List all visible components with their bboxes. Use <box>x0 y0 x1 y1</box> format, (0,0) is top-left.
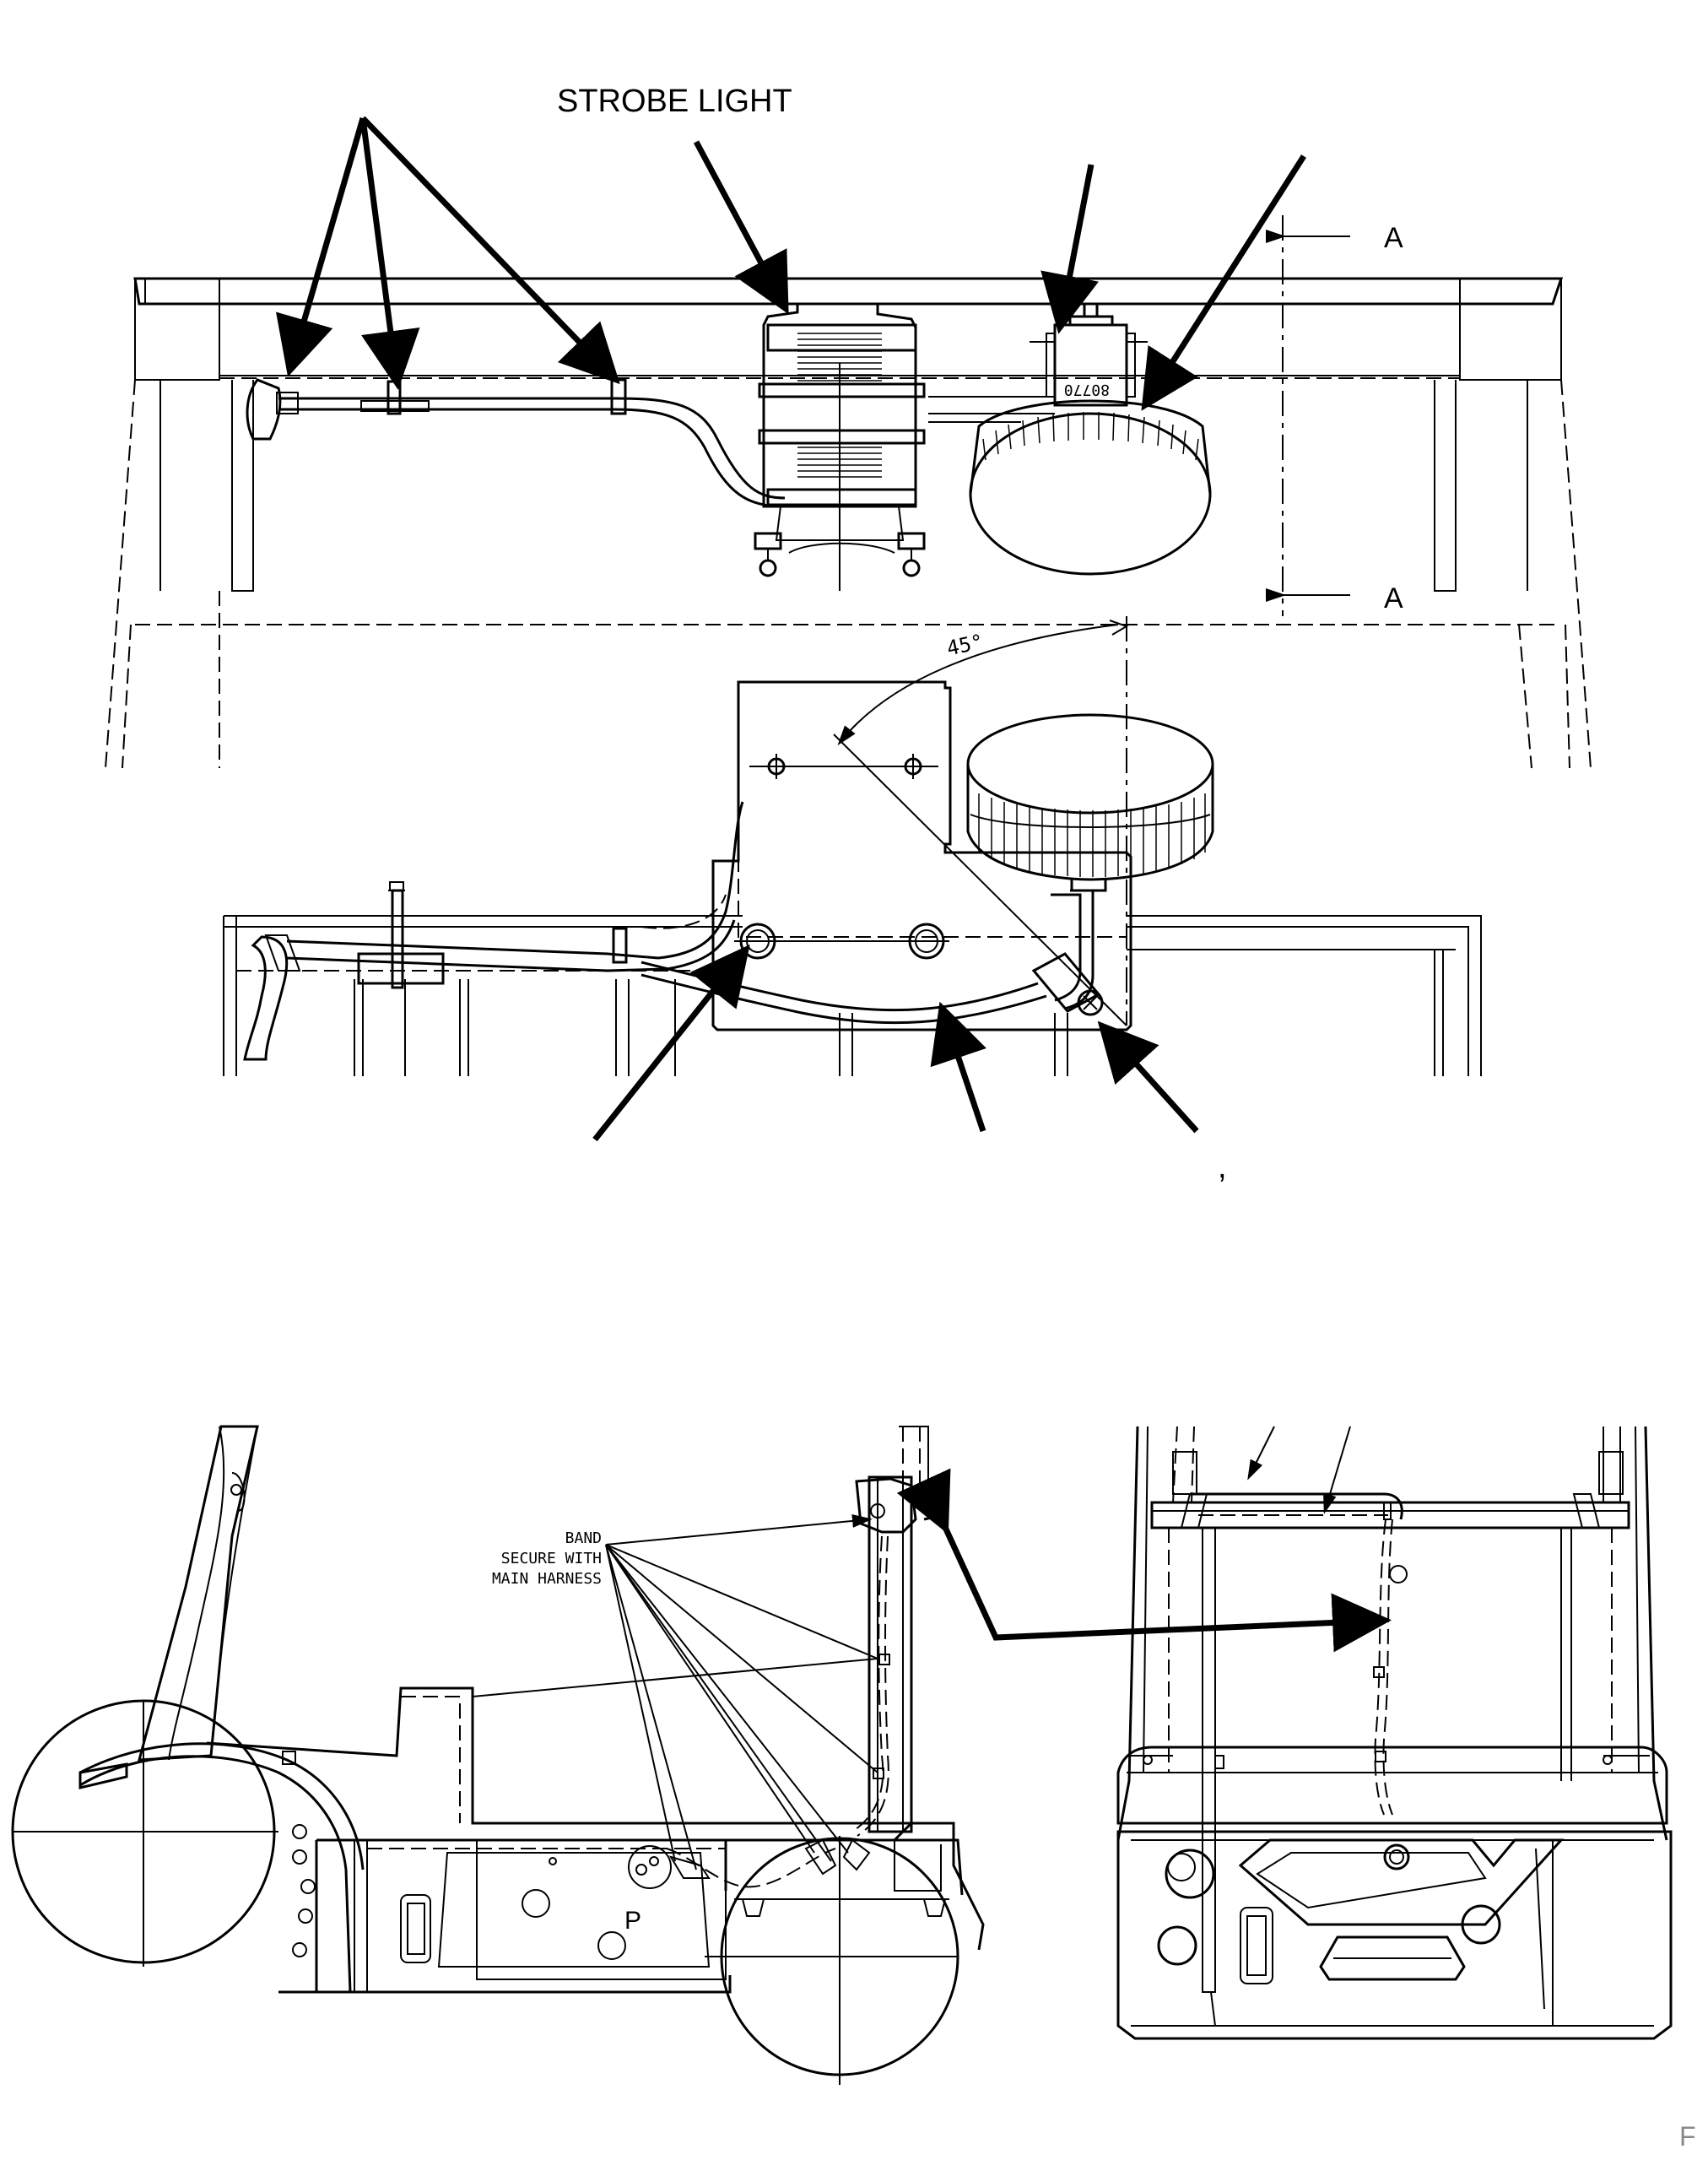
band-label: BAND <box>565 1529 602 1547</box>
left-corner-block <box>134 278 220 381</box>
strobe-light-top <box>754 302 926 591</box>
rear-leader-1 <box>1247 1426 1275 1481</box>
leader-arrow-clip-c <box>360 116 620 385</box>
work-lamp-lens <box>969 412 1212 576</box>
band-leader-6 <box>605 1544 815 1854</box>
band-leader-8 <box>605 1544 832 1862</box>
clip-post-2 <box>612 927 628 964</box>
part-number-label: 80770 <box>1064 381 1110 398</box>
rear-view <box>1116 1426 1673 2040</box>
harness-route-arrow <box>896 1468 1392 1653</box>
corner-mark: F <box>1679 2121 1696 2152</box>
leader-arrow-bracket <box>1040 164 1099 334</box>
mounting-plate <box>711 680 1132 1031</box>
rotation-axis <box>833 734 1127 1026</box>
strobe-light-label: STROBE LIGHT <box>557 84 792 119</box>
clip-band-1 <box>357 952 445 985</box>
rotation-arc <box>837 624 1119 746</box>
leader-arrow-lamp <box>1141 154 1306 411</box>
band-leader-4 <box>605 1544 676 1862</box>
leader-arrow-clip-b <box>359 117 420 390</box>
band-leader-9 <box>472 1658 878 1697</box>
leader-arrow-clip-a <box>275 117 366 377</box>
detail-p-label: P <box>624 1907 641 1935</box>
top-view: 80770 A A STROBE LIGHT <box>105 84 1592 769</box>
section-a: A A <box>1266 215 1403 616</box>
band-leader-5 <box>605 1544 697 1870</box>
harness-connector-left <box>246 378 282 441</box>
secure-with-label: SECURE WITH <box>501 1550 602 1567</box>
band-leader-7 <box>605 1544 849 1854</box>
angle-label: 45° <box>944 630 985 660</box>
comma-mark: , <box>1218 1150 1227 1185</box>
leader-arrow-mount-bolt <box>592 945 750 1142</box>
band-leader-2 <box>605 1544 878 1659</box>
rear-leader-2 <box>1323 1426 1351 1514</box>
band-leader-3 <box>605 1544 878 1773</box>
leader-arrow-harness <box>930 1001 987 1133</box>
mounting-detail: 45° , <box>223 616 1482 1185</box>
leader-arrow-strobe <box>693 140 789 315</box>
bolt-left <box>759 559 777 577</box>
work-lamp-rotated <box>966 713 1214 892</box>
band-leader-1 <box>605 1513 873 1546</box>
right-corner-block <box>1459 278 1562 381</box>
clip-post-1 <box>391 889 404 989</box>
main-harness-label: MAIN HARNESS <box>492 1570 602 1588</box>
detail-p-circle <box>628 1845 672 1889</box>
battery-compartment <box>437 1852 711 1968</box>
bolt-right <box>902 559 921 577</box>
section-a-top-label: A <box>1384 222 1403 254</box>
section-a-bottom-label: A <box>1384 582 1403 614</box>
leader-arrow-connector <box>1097 1020 1199 1134</box>
work-lamp-top: 80770 <box>928 302 1212 576</box>
side-view: P BAND SECURE WITH MAIN HARNESS <box>11 1425 985 2085</box>
harness-connector-detail <box>243 935 289 1061</box>
